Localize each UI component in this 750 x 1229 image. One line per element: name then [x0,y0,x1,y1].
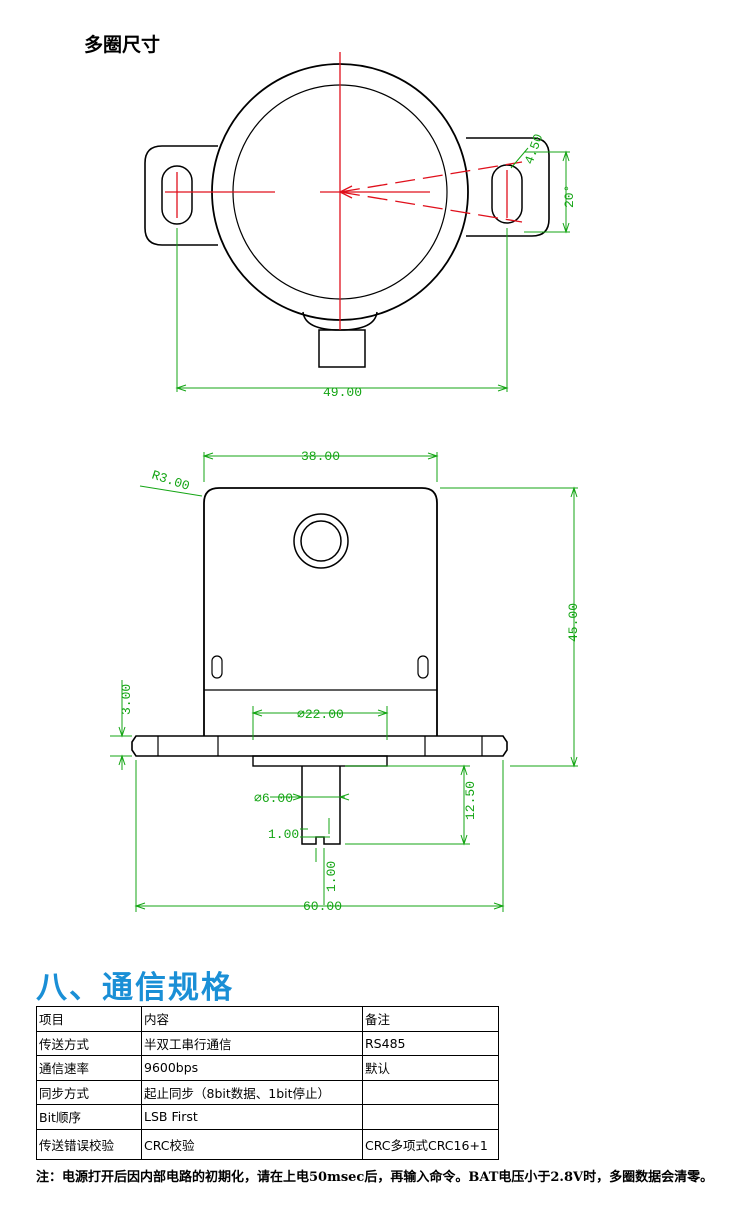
dim-boss-diameter: ⌀22.00 [297,707,344,722]
table-cell: 传送错误校验 [36,1128,142,1160]
dim-slot-width: 1.00 [268,827,299,842]
table-header-cell: 内容 [141,1006,363,1032]
table-cell: 默认 [362,1055,499,1081]
dim-shaft-length: 12.50 [463,781,478,820]
table-cell: 通信速率 [36,1055,142,1081]
connector-port-inner [300,520,342,562]
dim-radius: R3.00 [150,468,192,494]
top-view-centerlines [165,52,523,330]
right-mounting-ear [466,137,550,237]
dim-flange-thickness: 3.00 [119,684,134,715]
table-cell: LSB First [141,1104,363,1130]
table-cell: 半双工串行通信 [141,1030,363,1056]
dim-angle-outer: 4.50 [522,132,547,166]
table-row: Bit顺序 LSB First [36,1104,499,1130]
table-row: 通信速率 9600bps 默认 [36,1055,499,1081]
right-screw-hole [417,655,429,679]
dim-width-top: 49.00 [323,385,362,400]
dim-shaft-diameter: ⌀6.00 [254,791,293,806]
table-cell: 传送方式 [36,1030,142,1056]
dim-angle: 20° [562,185,577,208]
dim-top-width: 38.00 [301,449,340,464]
boss [252,755,388,767]
connector-port-outer [293,513,349,569]
side-view-dimensions [110,452,578,912]
dim-height: 45.00 [566,603,581,642]
shaft [301,766,341,845]
left-mounting-ear [144,145,218,246]
table-row: 传送错误校验 CRC校验 CRC多项式CRC16+1 [36,1128,499,1160]
top-view-dimensions [175,147,570,392]
housing-body [203,487,438,736]
dim-slot-depth: 1.00 [324,861,339,892]
table-cell: 同步方式 [36,1079,142,1105]
table-cell: CRC校验 [141,1128,363,1160]
table-row: 传送方式 半双工串行通信 RS485 [36,1030,499,1056]
table-cell: RS485 [362,1030,499,1056]
table-cell: 9600bps [141,1055,363,1081]
table-row: 同步方式 起止同步（8bit数据、1bit停止） [36,1079,499,1105]
flange [131,735,508,757]
section-heading: 八、通信规格 [36,970,234,1006]
drawing-title: 多圈尺寸 [84,34,161,56]
technical-drawing: 4.50 20° 49.00 [110,52,581,914]
table-header-cell: 备注 [362,1006,499,1032]
table-cell: 起止同步（8bit数据、1bit停止） [141,1079,363,1105]
left-slot [161,165,193,225]
spec-table: 项目 内容 备注 传送方式 半双工串行通信 RS485 通信速率 9600bps… [36,1006,499,1160]
top-view [144,63,550,368]
table-header-row: 项目 内容 备注 [36,1006,499,1032]
connector-plug [318,329,366,368]
table-cell: Bit顺序 [36,1104,142,1130]
table-cell [362,1079,499,1105]
left-screw-hole [211,655,223,679]
table-header-cell: 项目 [36,1006,142,1032]
footnote: 注：电源打开后因内部电路的初期化，请在上电50msec后，再输入命令。BAT电压… [36,1170,714,1185]
table-cell: CRC多项式CRC16+1 [362,1128,499,1160]
table-cell [362,1104,499,1130]
side-view [131,487,508,845]
dim-flange-width: 60.00 [303,899,342,914]
